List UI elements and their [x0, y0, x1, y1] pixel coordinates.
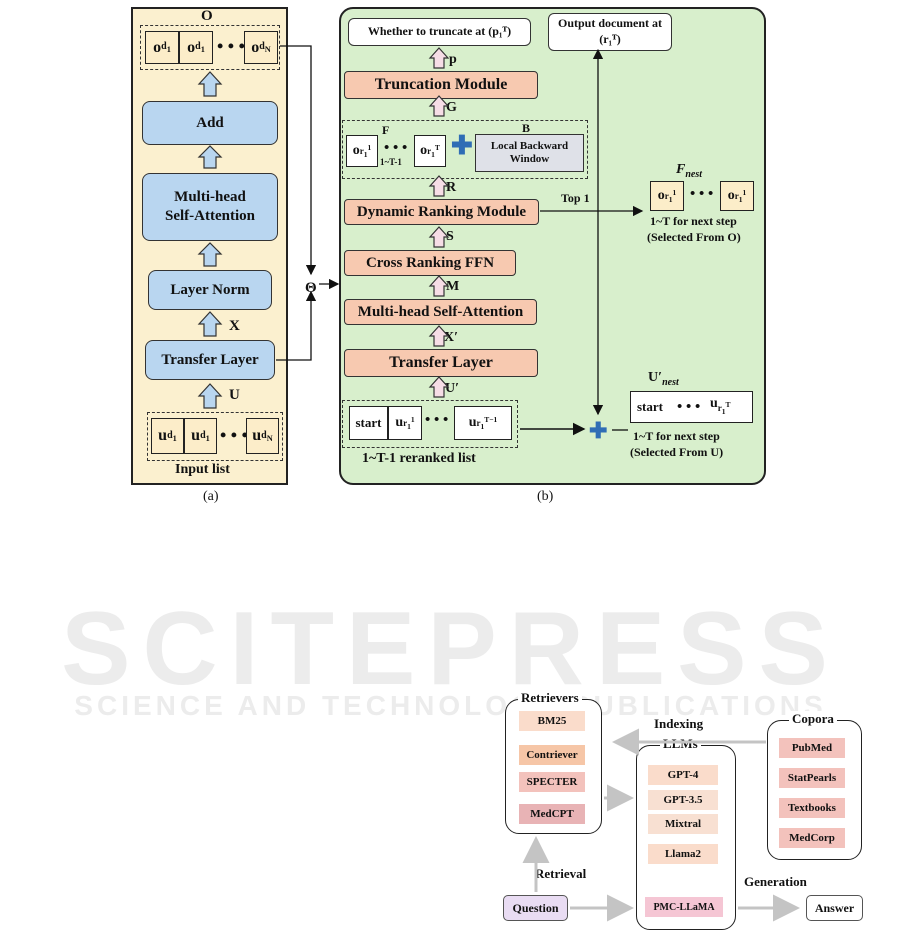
reranked-list: [342, 400, 518, 448]
u-nest-start: start: [637, 399, 663, 414]
llm-gpt4: GPT-4: [648, 765, 718, 785]
output-document: Output document at (r₁ᵀ): [548, 13, 672, 51]
f-nest-caption-1: 1~T for next step: [650, 214, 737, 228]
caption-b: (b): [537, 489, 554, 504]
start-cell: start: [349, 406, 388, 440]
flow-arrows-a: [197, 71, 223, 409]
retrievers-title: Retrievers: [518, 690, 582, 706]
top1-label: Top 1: [561, 191, 590, 205]
truncation-module: Truncation Module: [344, 71, 538, 99]
g-label: G: [446, 100, 457, 115]
llm-pmc-llama: PMC-LLaMA: [645, 897, 723, 917]
retriever-medcpt: MedCPT: [519, 804, 585, 824]
retrieval-label: Retrieval: [535, 866, 587, 881]
s-label: S: [446, 229, 454, 244]
corpus-textbooks: Textbooks: [779, 798, 845, 818]
mhsa-block: Multi-head Self-Attention: [142, 173, 278, 241]
corpus-pubmed: PubMed: [779, 738, 845, 758]
generation-label: Generation: [744, 874, 807, 889]
copora-title: Copora: [789, 711, 837, 727]
ellipsis: • • •: [220, 425, 248, 445]
input-list: [147, 412, 283, 461]
caption-a: (a): [203, 489, 219, 504]
llm-gpt35: GPT-3.5: [648, 790, 718, 810]
r-label: R: [446, 180, 457, 195]
theta-operator: Θ: [305, 280, 317, 296]
b-label: B: [522, 121, 531, 135]
u-nest-list: [630, 391, 753, 423]
output-label: O: [201, 8, 213, 24]
retriever-bm25: BM25: [519, 711, 585, 731]
input-list-label: Input list: [175, 462, 230, 477]
layer-norm-block: Layer Norm: [148, 270, 272, 310]
retriever-specter: SPECTER: [519, 772, 585, 792]
ellipsis: • • •: [677, 399, 701, 415]
llm-llama2: Llama2: [648, 844, 718, 864]
truncation-decision: Whether to truncate at (p₁ᵀ): [348, 18, 531, 46]
ellipsis: • • •: [384, 140, 408, 156]
u-nest-cell: ur1T: [710, 396, 731, 416]
u-nest-caption-1: 1~T for next step: [633, 429, 720, 443]
reranked-list-label: 1~T-1 reranked list: [362, 451, 476, 466]
transfer-layer-block: Transfer Layer: [145, 340, 275, 380]
ellipsis: • • •: [425, 412, 449, 428]
u-nest-label: U′nest: [648, 370, 679, 388]
indexing-label: Indexing: [654, 716, 704, 731]
u-prime-label: U′: [445, 381, 460, 396]
u-label: U: [229, 387, 240, 403]
f-label: F: [382, 123, 390, 137]
plus-icon: ✚: [589, 418, 608, 443]
question-box: Question: [503, 895, 568, 921]
output-list: [140, 25, 280, 70]
m-label: M: [446, 279, 460, 294]
u-nest-caption-2: (Selected From U): [630, 445, 724, 459]
rag-connector-layer: [522, 728, 800, 922]
corpus-statpearls: StatPearls: [779, 768, 845, 788]
connector-layer: [197, 45, 644, 436]
x-prime-label: X′: [444, 330, 459, 345]
x-label: X: [229, 318, 240, 334]
transfer-layer-module: Transfer Layer: [344, 349, 538, 377]
p-label: p: [449, 52, 457, 67]
answer-box: Answer: [806, 895, 863, 921]
ellipsis: • • •: [690, 186, 714, 202]
f-range: 1~T-1: [380, 157, 402, 167]
plus-icon: ✚: [451, 131, 473, 160]
f-nest-caption-2: (Selected From O): [647, 230, 741, 244]
cross-ranking-ffn: Cross Ranking FFN: [344, 250, 516, 276]
f-nest-label: Fnest: [676, 162, 703, 180]
local-backward-window: Local Backward Window: [475, 134, 584, 172]
mhsa-module: Multi-head Self-Attention: [344, 299, 537, 325]
retriever-contriever: Contriever: [519, 745, 585, 765]
flow-arrows-b: [428, 47, 450, 398]
llm-mixtral: Mixtral: [648, 814, 718, 834]
ellipsis: • • •: [217, 36, 245, 56]
corpus-medcorp: MedCorp: [779, 828, 845, 848]
feature-window-group: [342, 120, 588, 179]
dynamic-ranking-module: Dynamic Ranking Module: [344, 199, 539, 225]
add-block: Add: [142, 101, 278, 145]
